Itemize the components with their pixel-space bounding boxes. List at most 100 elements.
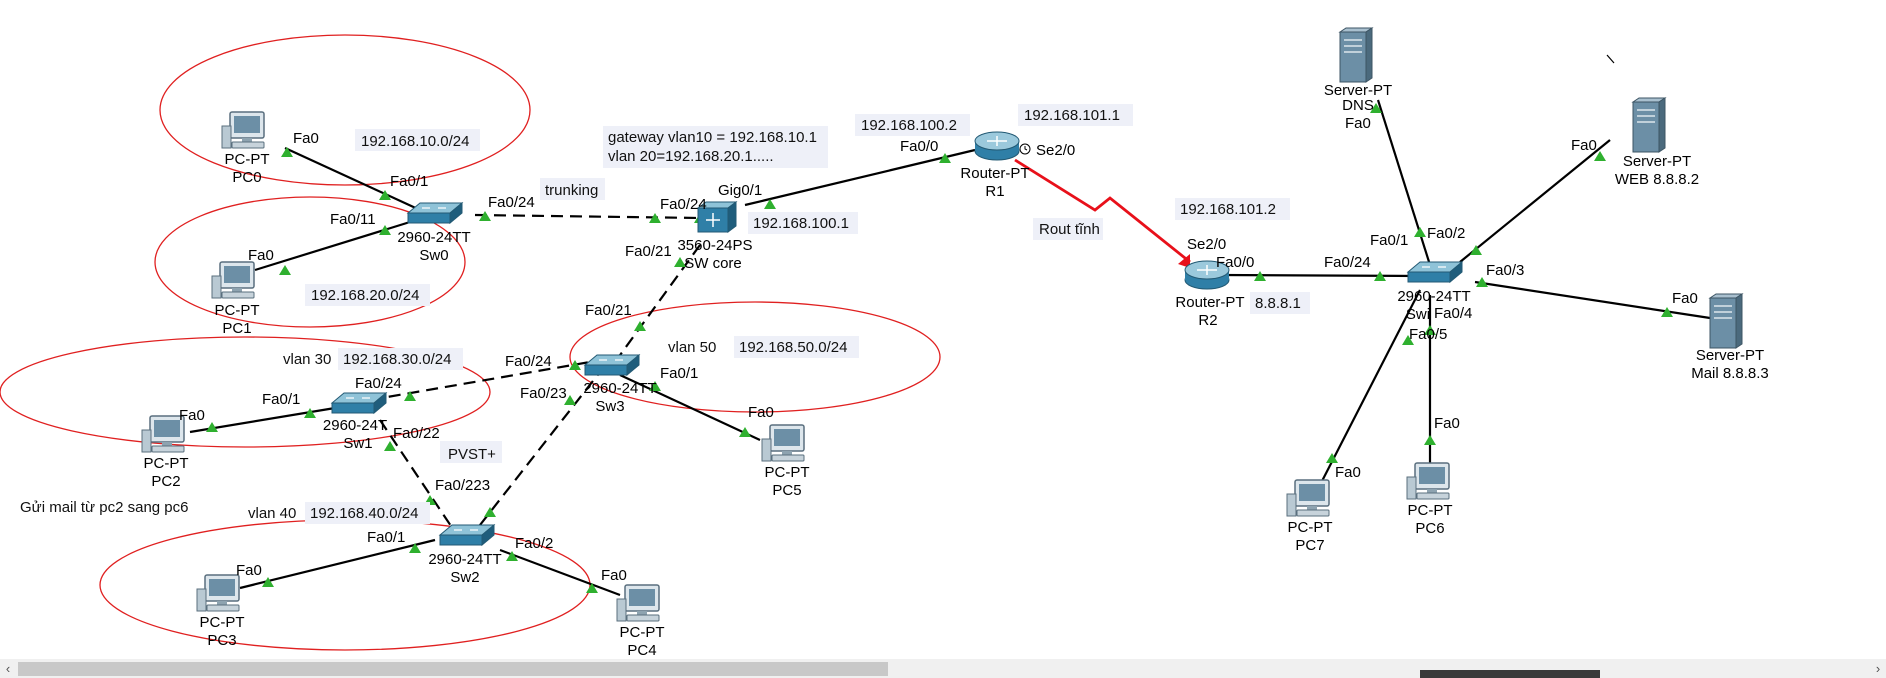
sw1-name: Sw1	[343, 435, 372, 452]
vlan10-boundary	[159, 34, 531, 186]
horizontal-scrollbar[interactable]: ‹ ›	[0, 659, 1886, 678]
port-label: Fa0/0	[900, 138, 938, 155]
note-vlan30-network: 192.168.30.0/24	[343, 351, 451, 368]
port-label: Fa0/1	[262, 391, 300, 408]
r1-type: Router-PT	[960, 165, 1029, 182]
port-label: Fa0/223	[435, 477, 490, 494]
pc2-name: PC2	[151, 473, 180, 490]
sw2-icon[interactable]	[439, 524, 495, 546]
link-r1-r2-serial[interactable]	[1014, 158, 1191, 264]
port-label: Fa0/23	[520, 385, 567, 402]
sw3-name: Sw3	[595, 398, 624, 415]
note-vlan20-network: 192.168.20.0/24	[311, 287, 419, 304]
scroll-left-arrow-icon[interactable]: ‹	[5, 661, 11, 676]
note-vlan10-network: 192.168.10.0/24	[361, 133, 469, 150]
swcore-type: 3560-24PS	[677, 237, 752, 254]
pc7-icon[interactable]	[1286, 479, 1330, 517]
port-label: Fa0	[1571, 137, 1597, 154]
port-label: Fa0	[293, 130, 319, 147]
r2-type: Router-PT	[1175, 294, 1244, 311]
note-r1-se-ip: 192.168.101.1	[1024, 107, 1120, 124]
pc3-name: PC3	[207, 632, 236, 649]
pc6-icon[interactable]	[1406, 462, 1450, 500]
scroll-right-arrow-icon[interactable]: ›	[1875, 661, 1881, 676]
swi-icon[interactable]	[1407, 261, 1463, 283]
sw0-type: 2960-24TT	[397, 229, 470, 246]
mail-name: Mail 8.8.8.3	[1691, 365, 1769, 382]
port-label: Se2/0	[1187, 236, 1226, 253]
r1-icon[interactable]	[974, 131, 1020, 161]
web-server-icon[interactable]	[1632, 97, 1666, 153]
dns-name: DNS	[1342, 97, 1374, 114]
pc1-icon[interactable]	[211, 261, 255, 299]
note-vlan30: vlan 30	[283, 351, 331, 368]
link-swi-mail[interactable]	[1474, 280, 1711, 320]
link-pc3-sw2[interactable]	[239, 538, 436, 590]
link-core-r1[interactable]	[744, 148, 976, 207]
pc3-type: PC-PT	[200, 614, 245, 631]
note-gateway-vlan20: vlan 20=192.168.20.1.....	[608, 148, 774, 165]
pc7-type: PC-PT	[1288, 519, 1333, 536]
link-sw2-sw3[interactable]	[479, 371, 601, 526]
port-label: Fa0/1	[390, 173, 428, 190]
port-label: Fa0	[179, 407, 205, 424]
link-down-marker	[1178, 254, 1190, 268]
pc5-name: PC5	[772, 482, 801, 499]
pc0-icon[interactable]	[221, 111, 265, 149]
note-vlan40-network: 192.168.40.0/24	[310, 505, 418, 522]
scroll-thumb[interactable]	[18, 662, 888, 676]
port-label: Fa0/1	[660, 365, 698, 382]
pc3-icon[interactable]	[196, 574, 240, 612]
pc2-icon[interactable]	[141, 415, 185, 453]
note-r1-fa-ip: 192.168.100.2	[861, 117, 957, 134]
link-swi-dns[interactable]	[1376, 99, 1432, 266]
link-sw0-core[interactable]	[474, 213, 701, 220]
mail-server-icon[interactable]	[1709, 293, 1743, 349]
port-label: Fa0/24	[355, 375, 402, 392]
link-r2-swi[interactable]	[1219, 273, 1421, 278]
link-swi-web[interactable]	[1459, 139, 1611, 263]
note-pvst: PVST+	[448, 446, 496, 463]
port-label: Fa0/21	[585, 302, 632, 319]
dns-server-icon[interactable]	[1339, 27, 1373, 83]
port-label: Fa0	[601, 567, 627, 584]
dns-type: Server-PT	[1324, 82, 1392, 99]
note-vlan50-network: 192.168.50.0/24	[739, 339, 847, 356]
note-vlan40: vlan 40	[248, 505, 296, 522]
port-label: Fa0	[1345, 115, 1371, 132]
port-label: Fa0	[236, 562, 262, 579]
vlan50-boundary	[569, 301, 941, 413]
sw2-name: Sw2	[450, 569, 479, 586]
link-sw2-pc4[interactable]	[499, 548, 621, 597]
port-label: Fa0/24	[660, 196, 707, 213]
sw1-icon[interactable]	[331, 392, 387, 414]
port-label: Se2/0	[1036, 142, 1075, 159]
link-swi-pc7[interactable]	[1319, 289, 1421, 486]
link-pc0-sw0[interactable]	[284, 147, 421, 211]
link-sw1-sw2[interactable]	[379, 419, 456, 533]
sw3-icon[interactable]	[584, 354, 640, 376]
port-label: Fa0	[1434, 415, 1460, 432]
note-trunking: trunking	[545, 182, 598, 199]
clock-icon	[1019, 143, 1031, 155]
swi-type: 2960-24TT	[1397, 288, 1470, 305]
swcore-name: SW core	[684, 255, 742, 272]
link-sw3-pc5[interactable]	[619, 374, 761, 441]
pc4-icon[interactable]	[616, 584, 660, 622]
pc5-icon[interactable]	[761, 424, 805, 462]
note-vlan50: vlan 50	[668, 339, 716, 356]
port-label: Fa0/0	[1216, 254, 1254, 271]
port-label: Fa0/5	[1409, 326, 1447, 343]
pc5-type: PC-PT	[765, 464, 810, 481]
port-label: Fa0/3	[1486, 262, 1524, 279]
web-type: Server-PT	[1623, 153, 1691, 170]
pc7-name: PC7	[1295, 537, 1324, 554]
port-label: Fa0/24	[505, 353, 552, 370]
sw2-type: 2960-24TT	[428, 551, 501, 568]
sw0-name: Sw0	[419, 247, 448, 264]
port-label: Fa0	[1672, 290, 1698, 307]
link-core-sw3[interactable]	[614, 244, 701, 363]
port-label: Gig0/1	[718, 182, 762, 199]
sw0-icon[interactable]	[407, 202, 463, 224]
